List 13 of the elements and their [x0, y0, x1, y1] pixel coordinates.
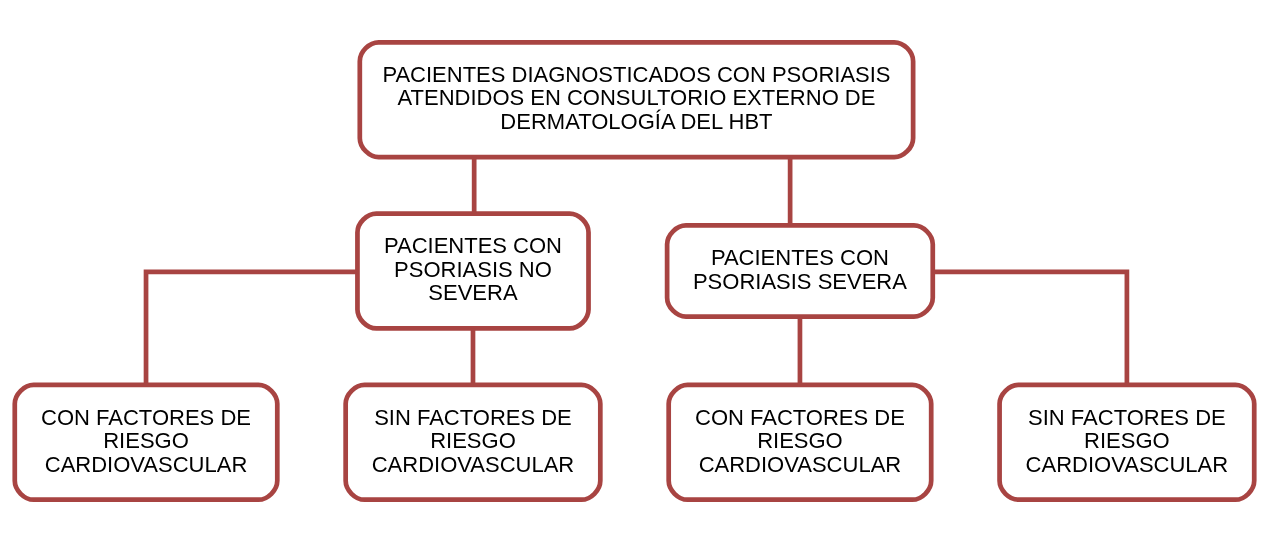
node-box: SIN FACTORES DE RIESGO CARDIOVASCULAR	[997, 382, 1257, 503]
node-box: PACIENTES DIAGNOSTICADOS CON PSORIASIS ATENDIDOS EN CONSULTORIO EXTERNO DE DERMATOLOGÍA DEL HBT	[357, 39, 916, 160]
node-box: SIN FACTORES DE RIESGO CARDIOVASCULAR	[343, 382, 603, 503]
node-box: PACIENTES CON PSORIASIS NO SEVERA	[355, 211, 591, 331]
connector	[143, 269, 358, 385]
connector	[797, 316, 803, 385]
connector	[471, 157, 477, 214]
node-box: CON FACTORES DE RIESGO CARDIOVASCULAR	[12, 382, 280, 503]
connector	[787, 157, 793, 226]
connector	[932, 269, 1130, 385]
connector	[470, 328, 476, 385]
node-box: PACIENTES CON PSORIASIS SEVERA	[664, 223, 936, 319]
node-box: CON FACTORES DE RIESGO CARDIOVASCULAR	[666, 382, 934, 503]
